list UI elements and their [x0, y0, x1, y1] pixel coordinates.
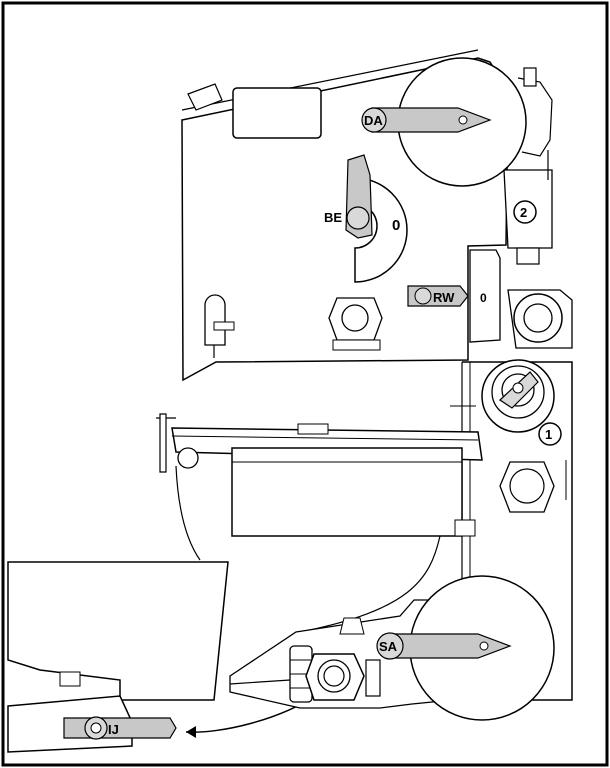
- left-latch: [204, 294, 226, 346]
- media-guide-clip: [454, 519, 476, 537]
- coupling-shaft: [229, 679, 291, 685]
- ribbon-curve-left: [175, 465, 201, 561]
- lower-left-housing: [7, 561, 229, 701]
- rw-label: RW: [433, 290, 455, 305]
- ij-knob-center: [90, 722, 102, 734]
- plate-window: [232, 87, 322, 139]
- callout-2-circle: [513, 200, 537, 224]
- housing-screw: [59, 671, 81, 687]
- spindle-pin: [512, 382, 524, 394]
- top-clip: [187, 83, 223, 111]
- small-roller-core: [523, 303, 553, 333]
- plate-nut-hole: [341, 304, 369, 332]
- ij-label: IJ: [108, 722, 119, 737]
- left-latch-tab: [213, 321, 235, 331]
- printhead-clip: [297, 423, 329, 435]
- movement-arrow-head: [186, 726, 196, 738]
- lower-hex-nut-core: [323, 665, 345, 687]
- rw-slot: [469, 249, 501, 343]
- rw-knob[interactable]: [414, 287, 432, 305]
- plate-top-edge: [181, 49, 479, 111]
- callout-2-label: 2: [520, 205, 527, 220]
- roller-hub-cap: [523, 67, 537, 87]
- sa-lever-pin: [479, 641, 489, 651]
- da-lever-pin: [458, 115, 468, 125]
- callout-1-label: 1: [545, 427, 552, 442]
- coupling-right: [365, 659, 381, 697]
- callout-1-circle: [538, 422, 562, 446]
- ribbon-curve-right: [299, 535, 441, 633]
- lower-base-screw: [339, 617, 365, 635]
- rw-zero-label: 0: [480, 291, 487, 305]
- plate-nut-base: [332, 339, 381, 351]
- ij-lever[interactable]: [63, 717, 177, 739]
- printhead-handle[interactable]: [159, 413, 167, 473]
- da-label: DA: [364, 113, 383, 128]
- housing-nozzle: [516, 247, 540, 265]
- be-label: BE: [324, 210, 342, 225]
- printhead-bar-line: [171, 435, 479, 441]
- be-zero-label: 0: [392, 217, 400, 234]
- da-knob[interactable]: [361, 107, 387, 133]
- right-hex-nut-inner: [509, 468, 545, 504]
- sa-knob[interactable]: [376, 632, 404, 660]
- be-knob[interactable]: [346, 206, 370, 230]
- sa-label: SA: [379, 639, 398, 654]
- media-guide: [231, 447, 463, 537]
- printhead-pivot: [177, 447, 199, 469]
